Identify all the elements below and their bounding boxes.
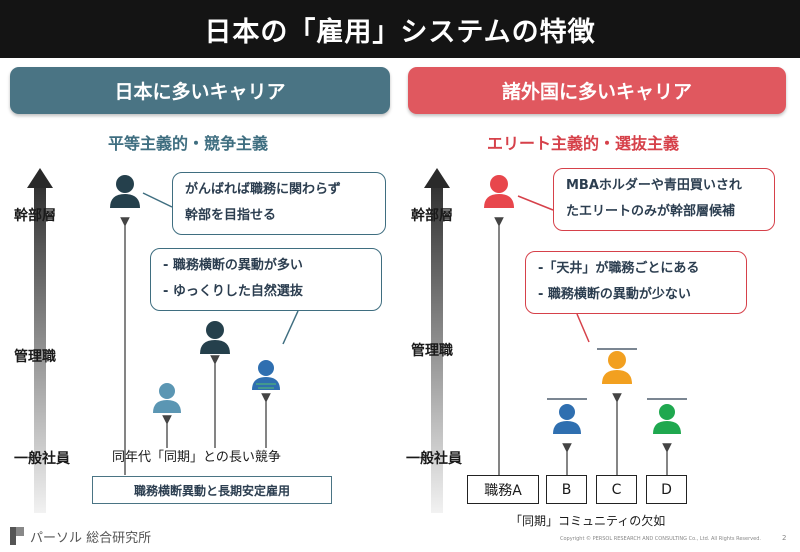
company-logo: パーソル 総合研究所	[10, 526, 151, 546]
right-level-manager: 管理職	[411, 343, 453, 359]
logo-text: パーソル 総合研究所	[30, 530, 152, 546]
job-box-b: B	[546, 475, 587, 504]
left-person-manager	[200, 321, 230, 354]
right-callout1-line1: MBAホルダーや青田買いされ	[566, 178, 742, 193]
right-callout-elite: MBAホルダーや青田買いされ たエリートのみが幹部層候補	[553, 168, 775, 231]
left-axis-shaft	[34, 188, 46, 513]
left-callout-rotation: - 職務横断の異動が多い - ゆっくりした自然選抜	[150, 248, 382, 311]
job-box-d: D	[646, 475, 687, 504]
left-base-box: 職務横断異動と長期安定雇用	[92, 476, 332, 504]
left-callout2-line2: - ゆっくりした自然選抜	[163, 284, 303, 299]
right-callout2-pointer	[576, 313, 590, 343]
copyright-text: Copyright © PERSOL RESEARCH AND CONSULTI…	[560, 536, 761, 542]
right-callout-ceiling: -「天井」が職務ごとにある - 職務横断の異動が少ない	[525, 251, 747, 314]
left-callout1-line1: がんばれば職務に関わらず	[185, 182, 341, 197]
left-person-light	[153, 383, 181, 413]
right-person-d	[653, 404, 681, 434]
left-level-manager: 管理職	[14, 349, 56, 365]
right-callout2-line2: - 職務横断の異動が少ない	[538, 287, 691, 302]
persol-logo-icon	[10, 527, 24, 545]
right-axis-shaft	[431, 188, 443, 513]
left-level-executive: 幹部層	[14, 208, 56, 224]
left-progress-lines	[120, 217, 271, 475]
left-hierarchy-axis	[27, 168, 53, 513]
right-level-executive: 幹部層	[411, 208, 453, 224]
left-person-patterned	[252, 360, 280, 390]
right-axis-arrowhead	[424, 168, 450, 188]
left-level-staff: 一般社員	[14, 451, 70, 467]
left-axis-arrowhead	[27, 168, 53, 188]
left-person-executive	[110, 175, 140, 208]
left-callout-merit: がんばれば職務に関わらず 幹部を目指せる	[172, 172, 386, 235]
page-number: 2	[782, 534, 787, 542]
page-title: 日本の「雇用」システムの特徴	[0, 0, 800, 58]
right-panel-header: 諸外国に多いキャリア	[408, 67, 786, 114]
right-subtitle: エリート主義的・選抜主義	[487, 134, 680, 153]
right-hierarchy-axis	[424, 168, 450, 513]
job-box-c: C	[596, 475, 637, 504]
right-level-staff: 一般社員	[406, 451, 462, 467]
left-panel-header: 日本に多いキャリア	[10, 67, 390, 114]
left-competition-label: 同年代「同期」との長い競争	[112, 450, 281, 465]
left-subtitle: 平等主義的・競争主義	[108, 134, 269, 153]
right-callout2-line1: -「天井」が職務ごとにある	[538, 261, 700, 276]
right-progress-lines	[494, 217, 672, 475]
right-callout1-line2: たエリートのみが幹部層候補	[566, 204, 736, 219]
right-ceiling-lines	[547, 348, 687, 400]
job-box-a: 職務A	[467, 475, 539, 504]
right-callout1-pointer	[517, 195, 554, 211]
right-person-executive	[484, 175, 514, 208]
left-callout1-pointer	[142, 192, 173, 208]
right-person-manager	[602, 351, 632, 384]
left-callout1-line2: 幹部を目指せる	[185, 208, 277, 223]
left-callout2-line1: - 職務横断の異動が多い	[163, 258, 303, 273]
left-callout2-pointer	[282, 310, 299, 345]
right-bottom-label: 「同期」コミュニティの欠如	[510, 514, 666, 528]
right-person-b	[553, 404, 581, 434]
